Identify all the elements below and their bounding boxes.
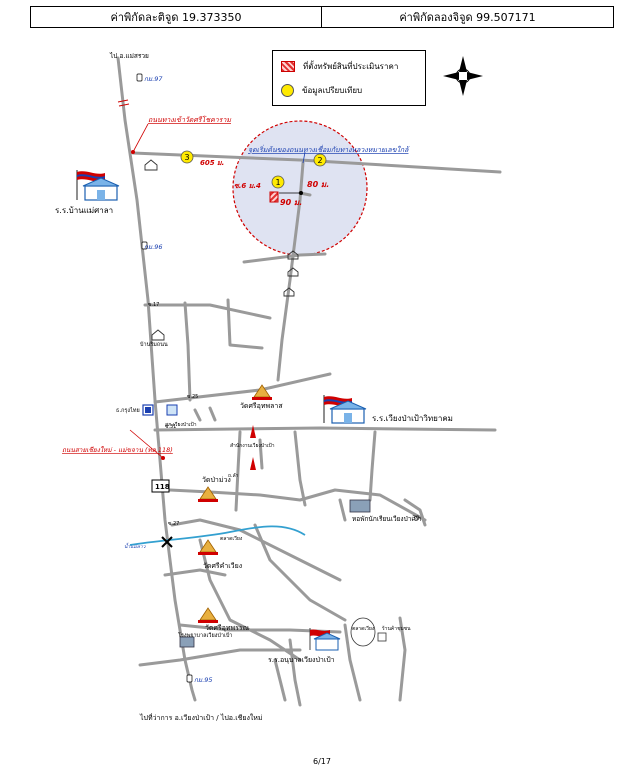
label-shop: ร้านค้าชุมชน <box>382 625 411 632</box>
svg-text:1: 1 <box>275 178 280 187</box>
label-wat-2: วัดป่าม่วง <box>202 476 231 484</box>
label-soi-25: ซ.25 <box>187 394 198 400</box>
label-km96: กม.96 <box>144 243 163 251</box>
label-wat-road: ถนนทางเข้าวัดศรีโชคาราม <box>148 115 231 124</box>
temple-icon <box>252 384 272 400</box>
dormitory-icon <box>349 499 371 513</box>
temple-icon <box>198 486 218 502</box>
comparable-marker-1: 1 <box>271 175 285 189</box>
page-number: 6/17 <box>313 757 331 766</box>
compass-icon <box>443 56 483 96</box>
highway-point <box>161 456 165 460</box>
temple-icon <box>198 607 218 623</box>
start-point-leader <box>302 151 306 164</box>
comparable-marker-2: 2 <box>313 153 327 167</box>
label-km97: กม.97 <box>144 75 163 83</box>
label-school-1: ร.ร.บ้านแม่ศาลา <box>55 206 113 215</box>
label-to-district-south: ไปที่ว่าการ อ.เวียงป่าเป้า / ไปอ.เชียงให… <box>139 713 263 722</box>
police-icon <box>142 404 154 416</box>
svg-text:2: 2 <box>317 156 322 165</box>
property-swatch <box>281 61 295 72</box>
label-police: สภ.เวียงป่าเป้า <box>165 421 197 428</box>
label-market: ตลาดเวียง <box>352 625 375 632</box>
label-distance-605: 605 ม. <box>200 159 224 167</box>
longitude-header: ค่าพิกัดลองจิจูด 99.507171 <box>322 6 614 28</box>
svg-text:3: 3 <box>184 153 189 162</box>
label-shield-118: 118 <box>155 483 170 491</box>
map-legend: ที่ตั้งทรัพย์สินที่ประเมินราคา ข้อมูลเปร… <box>272 50 426 106</box>
label-school-2: ร.ร.เวียงป่าเป้าวิทยาคม <box>372 414 453 423</box>
house-icons <box>144 159 299 341</box>
stream-line <box>129 525 306 546</box>
annotation-leaders <box>129 123 164 459</box>
label-start-point: จุดเริ่มต้นของถนนทางเชื่อมกับทางหลวงหมาย… <box>248 144 410 154</box>
temple-icon <box>198 539 218 555</box>
label-school-3: ร.ร.อนุบาลเวียงป่าเป้า <box>268 656 335 664</box>
legend-property-label: ที่ตั้งทรัพย์สินที่ประเมินราคา <box>303 62 399 71</box>
legend-comparable-label: ข้อมูลเปรียบเทียบ <box>302 86 363 95</box>
label-soi-39: 39 <box>412 515 420 522</box>
legend-row-comparable: ข้อมูลเปรียบเทียบ <box>281 84 362 97</box>
label-wat-4: วัดศรีอุทพรรณ <box>205 624 250 632</box>
label-stream: น้ำแม่ลาว <box>124 542 147 550</box>
label-market-lane: ตลาดเวียง <box>220 535 243 542</box>
label-dormitory: หอพักนักเรียนเวียงป่าเป้า <box>352 515 422 523</box>
label-pagoda-1: สำนักงานเวียงป่าเป้า <box>230 442 275 449</box>
school-icon <box>309 628 341 651</box>
pagoda-icon <box>250 425 256 470</box>
property-parcel <box>269 191 279 203</box>
school-icon <box>76 170 120 201</box>
label-bank: ธ.กรุงไทย <box>116 407 140 414</box>
hospital-icon <box>179 636 195 648</box>
market-area <box>350 617 387 647</box>
property-junction <box>299 191 303 195</box>
label-highway-118: ถนนสายเชียงใหม่ - แม่ขจาน (ทล.118) <box>62 446 173 454</box>
label-house: บ้านริมถนน <box>140 341 168 348</box>
label-soi-31: ซ.31 <box>165 424 176 430</box>
label-distance-90: 90 ม. <box>280 198 302 207</box>
junction-mark <box>161 536 173 548</box>
road-break-mark <box>117 99 130 107</box>
wat-road-point <box>131 150 135 154</box>
comparable-marker-3: 3 <box>180 150 194 164</box>
label-distance-80: 80 ม. <box>307 180 329 189</box>
label-soi-27: ซ.27 <box>168 521 179 527</box>
latitude-header: ค่าพิกัดละติจูด 19.373350 <box>30 6 322 28</box>
label-pagoda-2: ถ.ลำ <box>228 473 239 479</box>
school-icon <box>323 395 367 424</box>
comparable-swatch <box>281 84 294 97</box>
highway-118-shield <box>151 479 170 493</box>
label-hospital: โรงพยาบาลเวียงป่าเป้า <box>178 631 232 639</box>
label-wat-3: วัดศรีคำเวียง <box>203 562 242 570</box>
label-soi: ซ.6 ม.4 <box>234 182 261 190</box>
label-km95: กม.95 <box>194 676 213 684</box>
km-post-icons <box>136 73 193 683</box>
legend-row-property: ที่ตั้งทรัพย์สินที่ประเมินราคา <box>281 60 398 73</box>
label-to-district-north: ไป อ.แม่สรวย <box>109 52 149 60</box>
label-soi-17: ซ.17 <box>148 302 159 308</box>
label-wat-1: วัดศรีอุทพลาส <box>240 402 283 410</box>
bank-icon <box>166 404 178 416</box>
